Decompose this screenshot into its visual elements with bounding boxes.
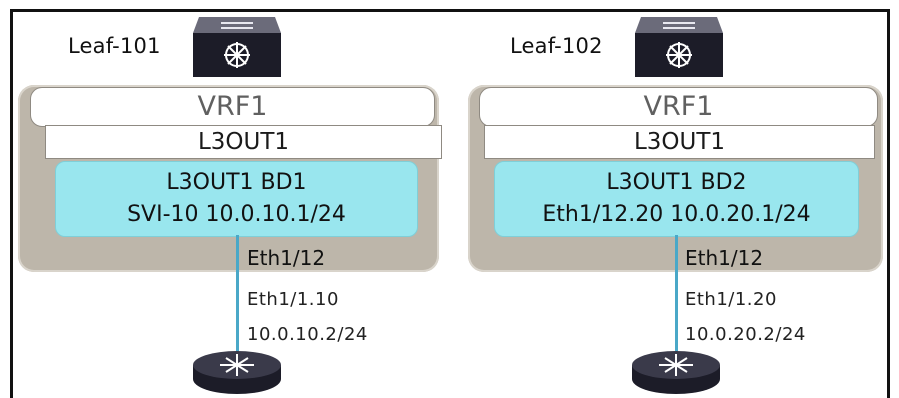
diagram-frame bbox=[10, 9, 890, 398]
peer-port-label: Eth1/1.10 bbox=[247, 289, 339, 310]
bd-ip: SVI-10 10.0.10.1/24 bbox=[127, 202, 346, 227]
bridge-domain-box: L3OUT1 BD1 SVI-10 10.0.10.1/24 bbox=[55, 161, 418, 237]
link-line bbox=[675, 235, 678, 355]
leaf-port-label: Eth1/12 bbox=[247, 246, 326, 270]
l3out-bar: L3OUT1 bbox=[484, 125, 875, 159]
bd-name: L3OUT1 BD2 bbox=[606, 170, 747, 195]
bridge-domain-box: L3OUT1 BD2 Eth1/12.20 10.0.20.1/24 bbox=[494, 161, 859, 237]
bd-ip: Eth1/12.20 10.0.20.1/24 bbox=[542, 202, 811, 227]
router-icon bbox=[193, 351, 281, 394]
vrf-bar: VRF1 bbox=[479, 87, 878, 127]
link-line bbox=[236, 235, 239, 355]
vrf-bar: VRF1 bbox=[30, 87, 435, 127]
switch-icon bbox=[635, 17, 723, 77]
bd-name: L3OUT1 BD1 bbox=[166, 170, 307, 195]
leaf-port-label: Eth1/12 bbox=[685, 246, 764, 270]
switch-icon bbox=[193, 17, 281, 77]
peer-ip-label: 10.0.10.2/24 bbox=[247, 324, 368, 345]
peer-port-label: Eth1/1.20 bbox=[685, 289, 777, 310]
peer-ip-label: 10.0.20.2/24 bbox=[685, 324, 806, 345]
leaf-102-label: Leaf-102 bbox=[510, 34, 603, 58]
router-icon bbox=[632, 351, 720, 394]
leaf-101-label: Leaf-101 bbox=[68, 34, 161, 58]
l3out-bar: L3OUT1 bbox=[45, 125, 442, 159]
